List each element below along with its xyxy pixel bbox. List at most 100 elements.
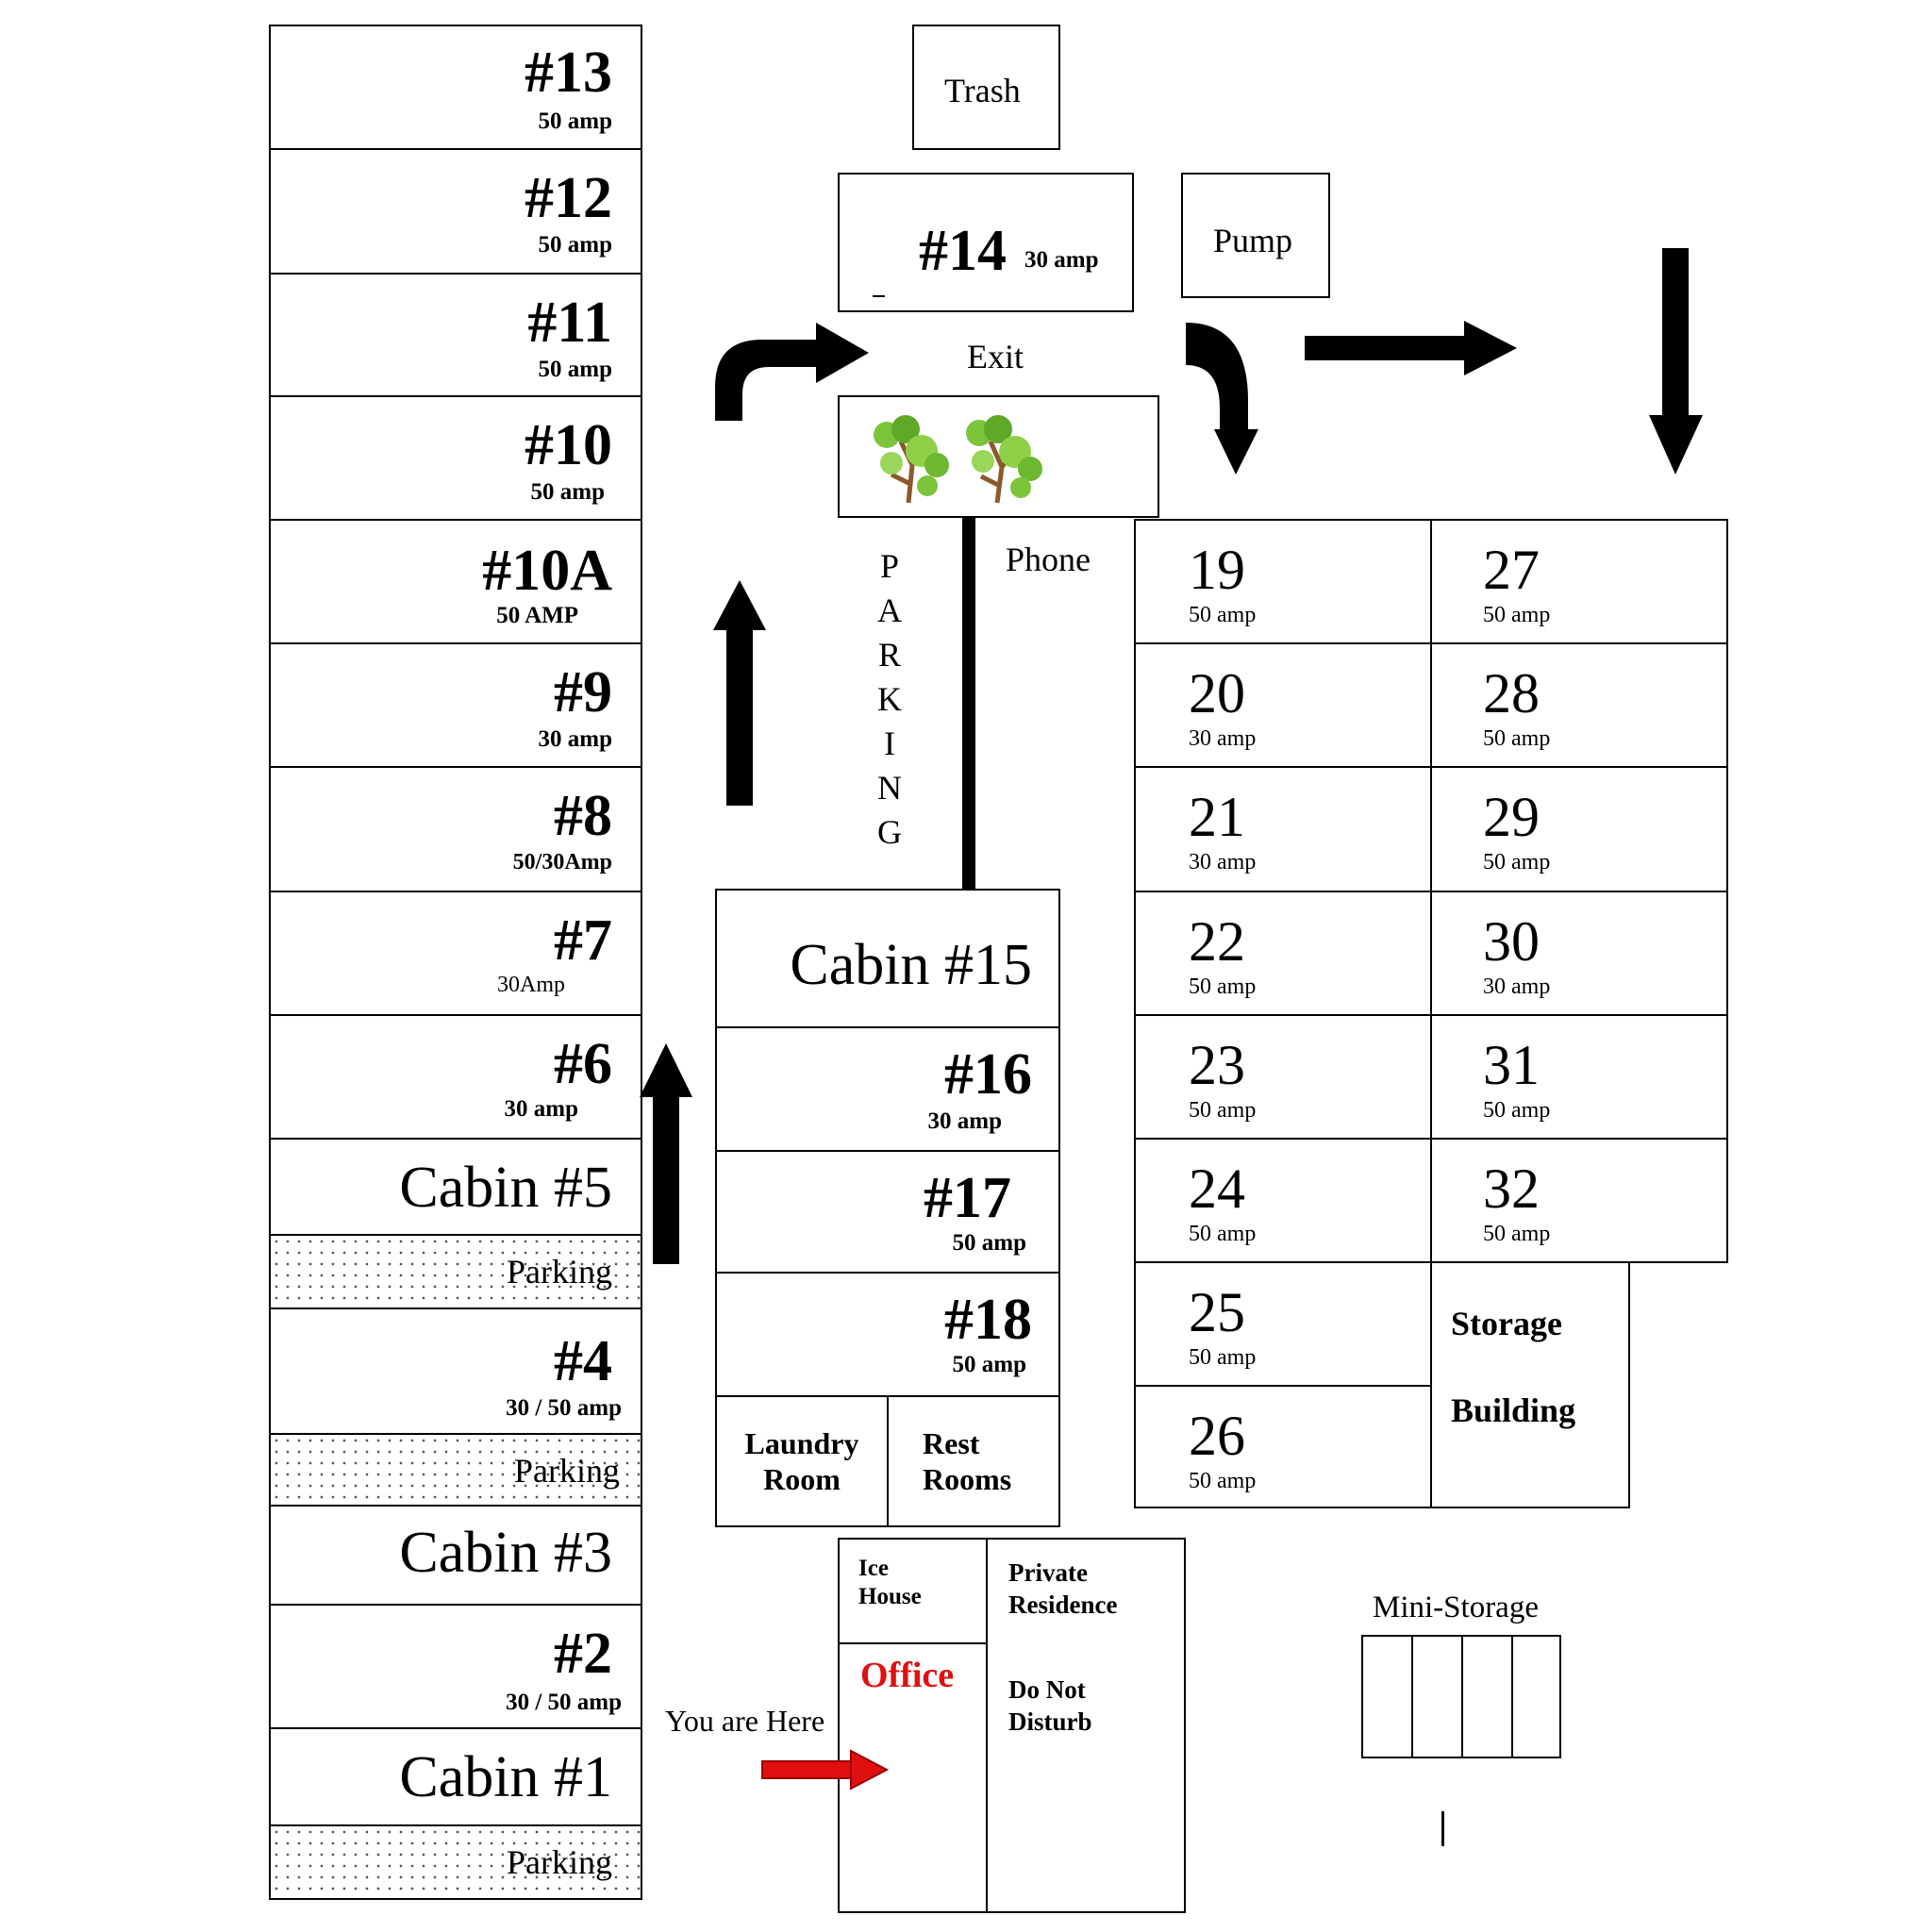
mini-storage-unit[interactable] xyxy=(1461,1635,1513,1758)
arrow-right xyxy=(1305,321,1517,375)
site-8-number: #8 xyxy=(554,784,612,848)
site-18-amp: 50 amp xyxy=(952,1352,1026,1377)
site-11[interactable]: #11 50 amp xyxy=(269,273,642,397)
private-residence[interactable]: Private Residence Do Not Disturb xyxy=(986,1538,1186,1913)
mini-storage-unit[interactable] xyxy=(1361,1635,1413,1758)
site-12[interactable]: #12 50 amp xyxy=(269,148,642,275)
parking-a-label: Parking xyxy=(507,1253,612,1291)
cabin-5[interactable]: Cabin #5 xyxy=(269,1138,642,1236)
cabin-1-label: Cabin #1 xyxy=(399,1745,612,1809)
mini-storage-label: Mini-Storage xyxy=(1373,1591,1539,1624)
site-16[interactable]: #16 30 amp xyxy=(715,1026,1060,1152)
site-25-amp: 50 amp xyxy=(1189,1345,1257,1370)
office[interactable]: Office xyxy=(838,1642,988,1913)
site-29[interactable]: 29 50 amp xyxy=(1430,766,1728,892)
do-not-disturb-label: Do Not Disturb xyxy=(1008,1675,1092,1736)
parking-area-c[interactable]: Parking xyxy=(269,1824,642,1900)
site-10[interactable]: #10 50 amp xyxy=(269,395,642,521)
site-12-amp: 50 amp xyxy=(538,232,612,258)
phone-line xyxy=(962,518,975,891)
site-20[interactable]: 20 30 amp xyxy=(1134,642,1432,768)
cabin-3[interactable]: Cabin #3 xyxy=(269,1505,642,1606)
site-4[interactable]: #4 30 / 50 amp xyxy=(269,1307,642,1435)
site-19[interactable]: 19 50 amp xyxy=(1134,519,1432,644)
site-32-amp: 50 amp xyxy=(1483,1222,1551,1246)
site-23-number: 23 xyxy=(1189,1034,1245,1096)
parking-area-a[interactable]: Parking xyxy=(269,1234,642,1309)
pump[interactable]: Pump xyxy=(1181,173,1330,298)
site-23-amp: 50 amp xyxy=(1189,1098,1257,1123)
site-8-amp: 50/30Amp xyxy=(512,850,612,874)
site-28[interactable]: 28 50 amp xyxy=(1430,642,1728,768)
site-23[interactable]: 23 50 amp xyxy=(1134,1014,1432,1140)
site-9[interactable]: #9 30 amp xyxy=(269,642,642,768)
site-21[interactable]: 21 30 amp xyxy=(1134,766,1432,892)
site-13-amp: 50 amp xyxy=(538,108,612,134)
site-26[interactable]: 26 50 amp xyxy=(1134,1385,1432,1508)
arrow-up-aisle xyxy=(713,580,766,806)
site-2-number: #2 xyxy=(554,1622,612,1686)
site-17-number: #17 xyxy=(924,1166,1011,1230)
site-20-amp: 30 amp xyxy=(1189,726,1257,751)
site-10a-number: #10A xyxy=(482,539,612,603)
site-10-number: #10 xyxy=(525,413,612,477)
site-31[interactable]: 31 50 amp xyxy=(1430,1014,1728,1140)
site-28-number: 28 xyxy=(1483,662,1540,724)
site-6-number: #6 xyxy=(554,1032,612,1096)
site-25[interactable]: 25 50 amp xyxy=(1134,1261,1432,1387)
site-17[interactable]: #17 50 amp xyxy=(715,1150,1060,1274)
cabin-1[interactable]: Cabin #1 xyxy=(269,1727,642,1826)
site-27-amp: 50 amp xyxy=(1483,603,1551,627)
site-11-amp: 50 amp xyxy=(538,357,612,382)
parking-area-b[interactable]: Parking xyxy=(269,1433,642,1507)
site-6[interactable]: #6 30 amp xyxy=(269,1014,642,1140)
site-14-amp: 30 amp xyxy=(1024,247,1099,273)
mini-storage-unit[interactable] xyxy=(1511,1635,1561,1758)
trash[interactable]: Trash xyxy=(912,25,1060,150)
exit-label: Exit xyxy=(967,338,1024,375)
site-27[interactable]: 27 50 amp xyxy=(1430,519,1728,644)
rest-rooms[interactable]: Rest Rooms xyxy=(887,1395,1060,1527)
site-12-number: #12 xyxy=(525,166,612,230)
office-label: Office xyxy=(860,1656,955,1695)
site-24[interactable]: 24 50 amp xyxy=(1134,1138,1432,1263)
site-2[interactable]: #2 30 / 50 amp xyxy=(269,1604,642,1729)
site-21-number: 21 xyxy=(1189,786,1245,848)
arrow-up-lower xyxy=(640,1043,692,1264)
site-16-number: #16 xyxy=(944,1042,1032,1107)
ice-house[interactable]: Ice House xyxy=(838,1538,988,1644)
site-14-number: #14 xyxy=(919,219,1007,283)
site-11-number: #11 xyxy=(527,291,612,355)
curved-arrow-down-right xyxy=(1186,323,1258,475)
site-9-amp: 30 amp xyxy=(538,726,612,752)
site-8[interactable]: #8 50/30Amp xyxy=(269,766,642,892)
site-20-number: 20 xyxy=(1189,662,1245,724)
site-10-amp: 50 amp xyxy=(530,479,605,505)
mini-storage-unit[interactable] xyxy=(1411,1635,1463,1758)
site-28-amp: 50 amp xyxy=(1483,726,1551,751)
private-residence-label: Private Residence xyxy=(1008,1558,1118,1619)
cabin-15-label: Cabin #15 xyxy=(790,933,1032,997)
cabin-15[interactable]: Cabin #15 xyxy=(715,889,1060,1028)
mini-storage[interactable] xyxy=(1361,1635,1561,1758)
site-30-amp: 30 amp xyxy=(1483,974,1551,999)
site-14[interactable]: #14 30 amp xyxy=(838,173,1134,312)
site-10a[interactable]: #10A 50 AMP xyxy=(269,519,642,644)
rest-rooms-label: Rest Rooms xyxy=(923,1426,1012,1496)
site-31-number: 31 xyxy=(1483,1034,1540,1096)
you-are-here-label: You are Here xyxy=(665,1704,825,1738)
site-26-amp: 50 amp xyxy=(1189,1469,1257,1493)
site-7-amp: 30Amp xyxy=(497,973,565,997)
site-2-amp: 30 / 50 amp xyxy=(506,1690,622,1715)
site-30[interactable]: 30 30 amp xyxy=(1430,891,1728,1016)
site-7[interactable]: #7 30Amp xyxy=(269,891,642,1016)
site-32[interactable]: 32 50 amp xyxy=(1430,1138,1728,1263)
site-22[interactable]: 22 50 amp xyxy=(1134,891,1432,1016)
laundry-room[interactable]: Laundry Room xyxy=(715,1395,889,1527)
storage-building[interactable]: Storage Building xyxy=(1430,1261,1630,1508)
site-17-amp: 50 amp xyxy=(952,1230,1026,1256)
cabin-3-label: Cabin #3 xyxy=(399,1521,612,1585)
parking-b-label: Parking xyxy=(514,1452,620,1490)
site-18[interactable]: #18 50 amp xyxy=(715,1272,1060,1397)
site-13[interactable]: #13 50 amp xyxy=(269,25,642,150)
